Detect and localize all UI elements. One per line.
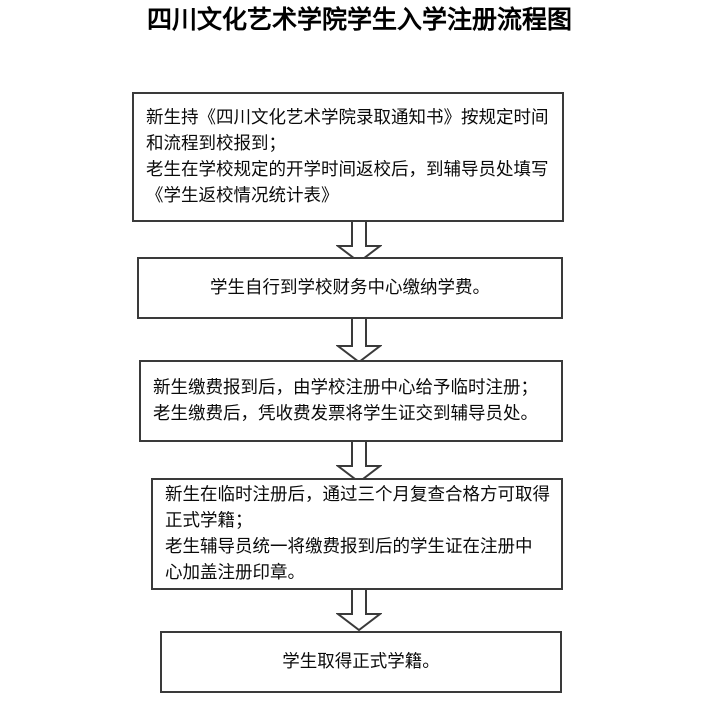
down-arrow-icon (336, 437, 382, 483)
down-arrow-icon (336, 217, 382, 263)
flow-node-temporary-registration: 新生缴费报到后，由学校注册中心给予临时注册； 老生缴费后，凭收费发票将学生证交到… (139, 360, 563, 442)
flow-node-registration-arrival: 新生持《四川文化艺术学院录取通知书》按规定时间 和流程到校报到； 老生在学校规定… (132, 92, 564, 222)
flow-node-formal-status-review: 新生在临时注册后，通过三个月复查合格方可取得 正式学籍； 老生辅导员统一将缴费报… (151, 478, 563, 590)
flow-node-pay-tuition: 学生自行到学校财务中心缴纳学费。 (137, 257, 563, 319)
flow-node-obtain-formal-status: 学生取得正式学籍。 (160, 631, 562, 693)
down-arrow-icon (336, 585, 382, 631)
flow-node-text: 学生取得正式学籍。 (282, 652, 440, 672)
down-arrow-icon (336, 317, 382, 363)
flow-node-text: 新生持《四川文化艺术学院录取通知书》按规定时间 和流程到校报到； 老生在学校规定… (146, 108, 549, 206)
flow-node-text: 学生自行到学校财务中心缴纳学费。 (210, 278, 490, 298)
page-title: 四川文化艺术学院学生入学注册流程图 (146, 5, 572, 34)
flow-node-text: 新生缴费报到后，由学校注册中心给予临时注册； 老生缴费后，凭收费发票将学生证交到… (153, 378, 538, 424)
flow-node-text: 新生在临时注册后，通过三个月复查合格方可取得 正式学籍； 老生辅导员统一将缴费报… (165, 485, 550, 583)
